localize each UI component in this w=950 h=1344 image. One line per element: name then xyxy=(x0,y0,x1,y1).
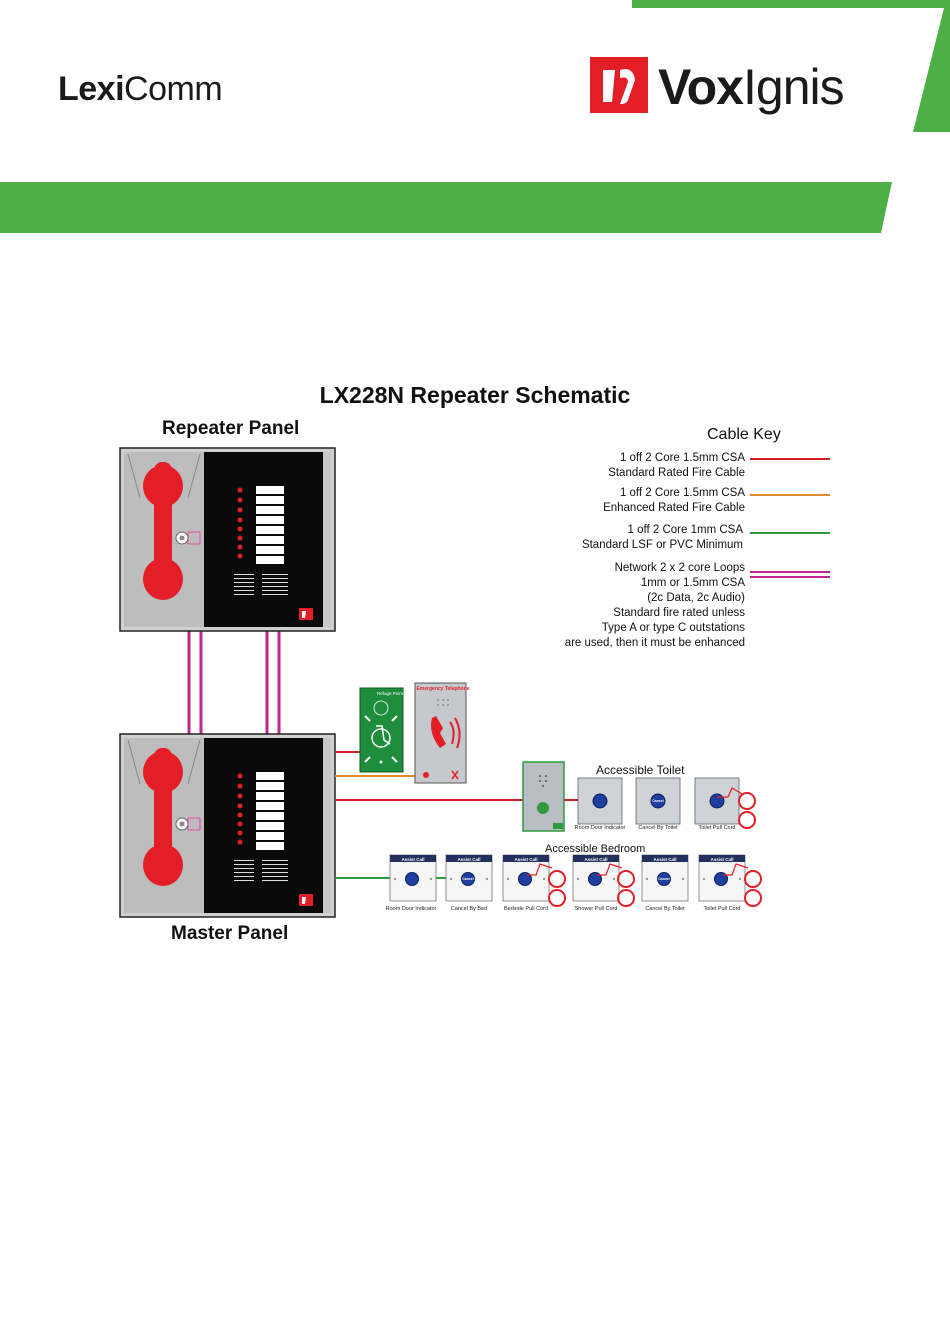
plate-label-5: Assist Call xyxy=(653,857,676,862)
emergency-telephone-text: Emergency Telephone xyxy=(417,686,470,692)
cable-key-item-magenta: Network 2 x 2 core Loops 1mm or 1.5mm CS… xyxy=(445,561,745,651)
diagram-title: LX228N Repeater Schematic xyxy=(319,382,631,408)
lexicomm-logo: LexiComm xyxy=(58,70,223,108)
refuge-point-outstation: Refuge Point xyxy=(359,687,404,773)
accessible-toilet-title: Accessible Toilet xyxy=(596,763,685,777)
plate-label-2: Assist Call xyxy=(457,857,480,862)
bedroom-cord-rings xyxy=(548,870,762,907)
key-orange-line2: Enhanced Rated Fire Cable xyxy=(603,502,745,514)
network-cables xyxy=(187,631,281,734)
bedroom-caption-5: Cancel By Toilet xyxy=(645,906,685,912)
plate-label-4: Assist Call xyxy=(584,857,607,862)
bedroom-cord-lines xyxy=(527,863,749,876)
master-panel-label: Master Panel xyxy=(171,923,289,944)
repeater-panel xyxy=(119,447,336,632)
emergency-telephone-outstation: Emergency Telephone xyxy=(414,682,470,784)
bedroom-caption-3: Bedside Pull Cord xyxy=(504,906,548,912)
master-panel xyxy=(119,733,336,918)
bedroom-caption-6: Toilet Pull Cord xyxy=(704,906,741,912)
plate-label-6: Assist Call xyxy=(710,857,733,862)
key-green-line2: Standard LSF or PVC Minimum xyxy=(581,539,743,551)
key-red-line2: Standard Rated Fire Cable xyxy=(608,467,745,479)
toilet-outstation xyxy=(522,761,565,832)
cable-key-item-green: 1 off 2 Core 1mm CSA Standard LSF or PVC… xyxy=(443,523,743,553)
key-orange-line1: 1 off 2 Core 1.5mm CSA xyxy=(619,487,745,499)
cable-key-lines xyxy=(750,458,830,578)
cancel-text-1: Cancel xyxy=(462,877,474,881)
cable-key-item-orange: 1 off 2 Core 1.5mm CSA Enhanced Rated Fi… xyxy=(445,486,745,516)
bedroom-caption-2: Cancel By Bed xyxy=(451,906,487,912)
voxignis-logo-text: VoxIgnis xyxy=(658,59,845,115)
plate-label-1: Assist Call xyxy=(401,857,424,862)
toilet-caption-1: Room Door Indicator xyxy=(575,825,626,831)
toilet-caption-2: Cancel By Toilet xyxy=(638,825,678,831)
cable-key-item-red: 1 off 2 Core 1.5mm CSA Standard Rated Fi… xyxy=(445,451,745,481)
key-magenta-line5: Type A or type C outstations xyxy=(601,622,745,634)
toilet-room-door-indicator xyxy=(577,777,623,825)
toilet-cord-ring-2 xyxy=(738,811,756,829)
key-magenta-line2: 1mm or 1.5mm CSA xyxy=(640,577,745,589)
corner-green-band xyxy=(632,0,950,132)
key-magenta-line1: Network 2 x 2 core Loops xyxy=(614,562,745,574)
header-graphics xyxy=(0,0,950,233)
master-output-cables xyxy=(335,751,578,879)
voxignis-logo-mark xyxy=(590,57,648,113)
key-magenta-line6: are used, then it must be enhanced xyxy=(564,637,745,649)
bedroom-caption-1: Room Door Indicator xyxy=(386,906,437,912)
cable-key-title: Cable Key xyxy=(707,426,781,443)
key-red-line1: 1 off 2 Core 1.5mm CSA xyxy=(619,452,745,464)
toilet-pull-cord xyxy=(694,777,740,825)
repeater-panel-label: Repeater Panel xyxy=(162,418,300,439)
key-green-line1: 1 off 2 Core 1mm CSA xyxy=(627,524,743,536)
accessible-bedroom-title: Accessible Bedroom xyxy=(545,843,645,855)
cancel-text-3: Cancel xyxy=(652,799,664,803)
toilet-caption-3: Toilet Pull Cord xyxy=(699,825,736,831)
key-magenta-line4: Standard fire rated unless xyxy=(613,607,745,619)
toilet-cord-ring-1 xyxy=(738,792,756,810)
plate-label-3: Assist Call xyxy=(514,857,537,862)
bedroom-caption-4: Shower Pull Cord xyxy=(575,906,618,912)
refuge-sign-text: Refuge Point xyxy=(377,691,404,696)
key-magenta-line3: (2c Data, 2c Audio) xyxy=(647,592,745,604)
cancel-text-2: Cancel xyxy=(658,877,670,881)
header-green-bar xyxy=(0,182,892,233)
